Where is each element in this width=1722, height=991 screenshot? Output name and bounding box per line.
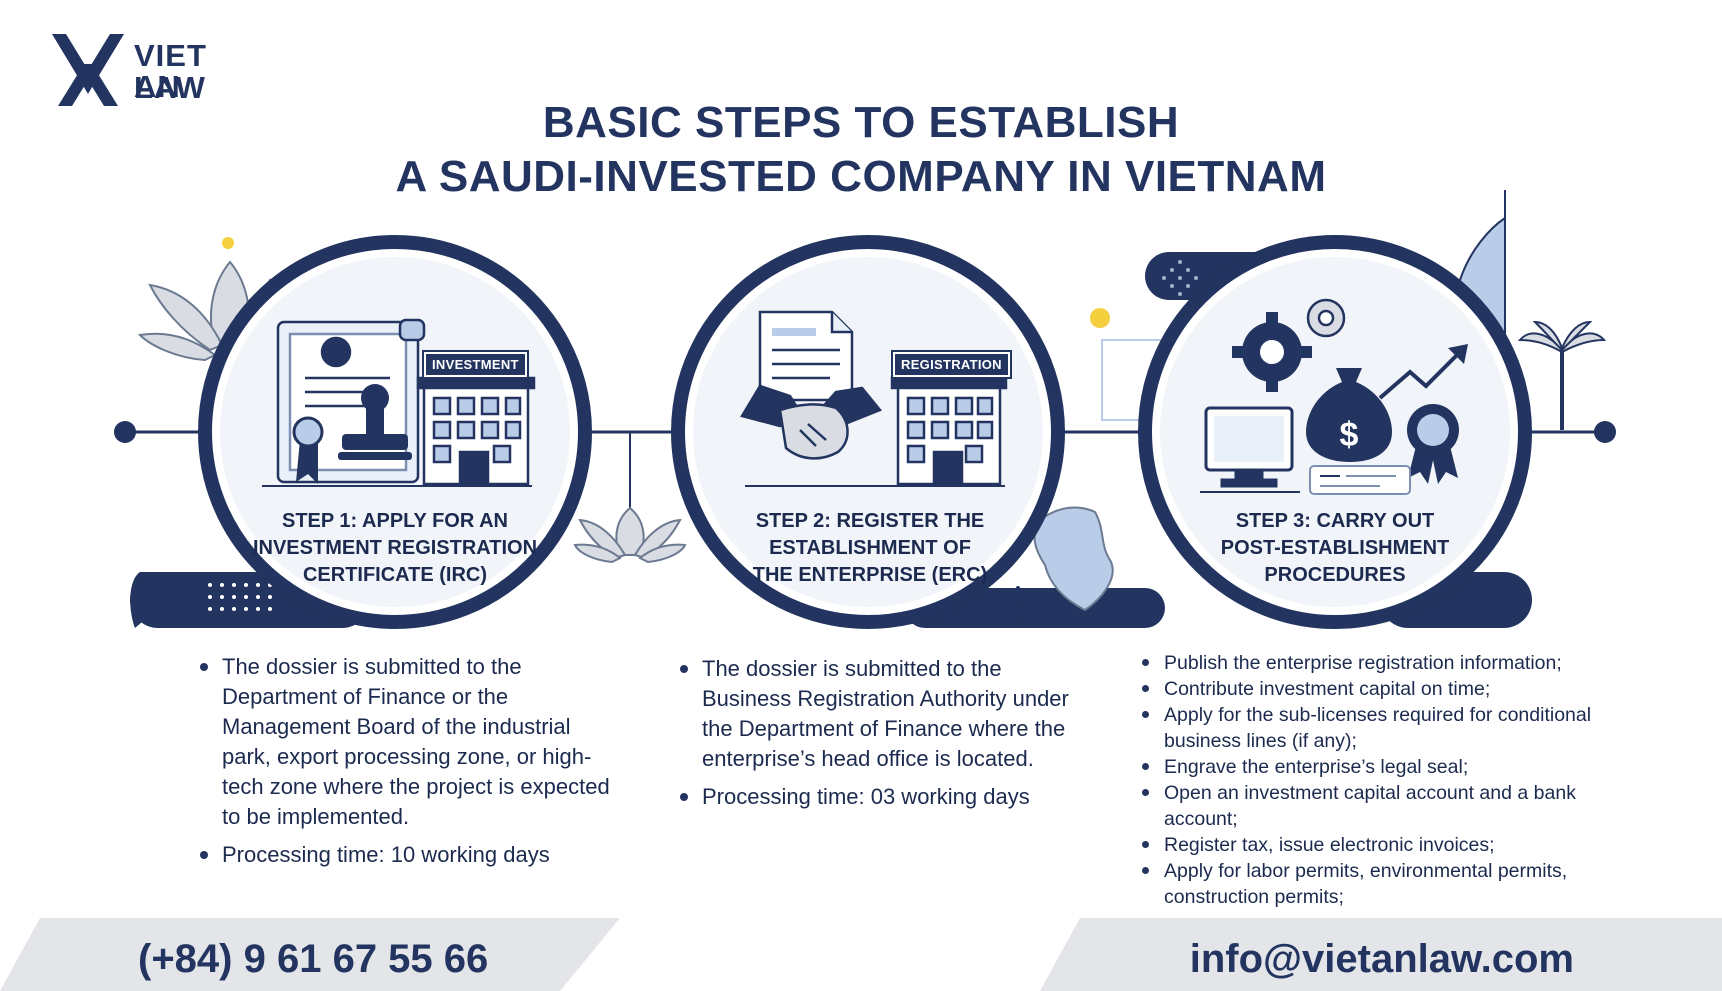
step-2-title: STEP 2: REGISTER THE ESTABLISHMENT OF TH… (710, 508, 1030, 589)
growth-arrow-icon (1378, 344, 1468, 400)
computer-monitor-icon (1204, 406, 1294, 488)
step-2-title-line-1: STEP 2: REGISTER THE (755, 510, 985, 532)
palm-tree-icon (1517, 320, 1607, 430)
logo-line-2: LAW (134, 70, 206, 105)
dot-pattern-left (208, 583, 272, 611)
step-3-title-line-1: STEP 3: CARRY OUT (1235, 510, 1435, 532)
phone-number-link[interactable]: (+84) 9 61 67 55 66 (138, 937, 489, 981)
list-item: Apply for labor permits, environmental p… (1140, 858, 1610, 910)
list-item: Engrave the enterprise’s legal seal; (1140, 754, 1610, 780)
registration-building-icon (890, 376, 1008, 486)
step-2-details: The dossier is submitted to the Business… (678, 654, 1088, 812)
step-2-title-line-3: THE ENTERPRISE (ERC) (752, 564, 988, 586)
sun-dot-right (1090, 308, 1110, 328)
dot-diamond-right (1474, 586, 1510, 622)
company-logo: VIET AN LAW (52, 30, 252, 110)
list-item: The dossier is submitted to the Business… (678, 654, 1088, 774)
step-1-details: The dossier is submitted to the Departme… (198, 652, 618, 870)
document-icon (758, 310, 854, 402)
list-item: Publish the enterprise registration info… (1140, 650, 1610, 676)
dot-diamond-top-right (1162, 260, 1198, 296)
list-item: Apply for the sub-licenses required for … (1140, 702, 1610, 754)
logo-mark-icon (52, 34, 124, 106)
step-1-title: STEP 1: APPLY FOR AN INVESTMENT REGISTRA… (235, 508, 555, 589)
card-icon (1309, 465, 1411, 495)
registration-sign: REGISTRATION (891, 350, 1012, 379)
page-title: BASIC STEPS TO ESTABLISH A SAUDI-INVESTE… (0, 96, 1722, 204)
step-3-details: Publish the enterprise registration info… (1140, 650, 1610, 910)
dot-diamond-middle (1000, 586, 1036, 622)
sun-dot-left (222, 237, 234, 249)
award-badge-icon (1407, 404, 1459, 484)
stamp-icon (338, 384, 412, 460)
list-item: The dossier is submitted to the Departme… (198, 652, 618, 832)
list-item: Contribute investment capital on time; (1140, 676, 1610, 702)
step-2-title-line-2: ESTABLISHMENT OF (769, 537, 971, 559)
title-line-1: BASIC STEPS TO ESTABLISH (542, 98, 1180, 147)
step-3-title-line-3: PROCEDURES (1264, 564, 1406, 586)
step-1-title-line-2: INVESTMENT REGISTRATION (252, 537, 538, 559)
list-item: Processing time: 10 working days (198, 840, 618, 870)
lotus-middle-icon (573, 506, 687, 564)
step-1-title-line-1: STEP 1: APPLY FOR AN (282, 510, 508, 532)
list-item: Register tax, issue electronic invoices; (1140, 832, 1610, 858)
list-item: Open an investment capital account and a… (1140, 780, 1610, 832)
title-line-2: A SAUDI-INVESTED COMPANY IN VIETNAM (395, 152, 1327, 201)
step-3-title-line-2: POST-ESTABLISHMENT (1220, 537, 1450, 559)
investment-sign: INVESTMENT (422, 350, 529, 379)
gear-large-icon (1232, 312, 1312, 392)
email-link[interactable]: info@vietanlaw.com (1189, 937, 1574, 981)
dollar-sign: $ (1340, 416, 1359, 454)
step-3-title: STEP 3: CARRY OUT POST-ESTABLISHMENT PRO… (1175, 508, 1495, 589)
steps-illustration: $ (114, 190, 1616, 629)
handshake-icon (740, 384, 883, 460)
list-item: Processing time: 03 working days (678, 782, 1088, 812)
ribbon-seal-icon (292, 416, 324, 484)
money-bag-icon: $ (1306, 368, 1392, 462)
gear-small-icon (1306, 298, 1346, 338)
logo-line-1: VIET AN (134, 38, 207, 104)
saudi-map-icon (1033, 506, 1114, 612)
investment-building-icon (416, 376, 536, 486)
step-1-title-line-3: CERTIFICATE (IRC) (302, 564, 488, 586)
footer-bands (0, 918, 1722, 991)
